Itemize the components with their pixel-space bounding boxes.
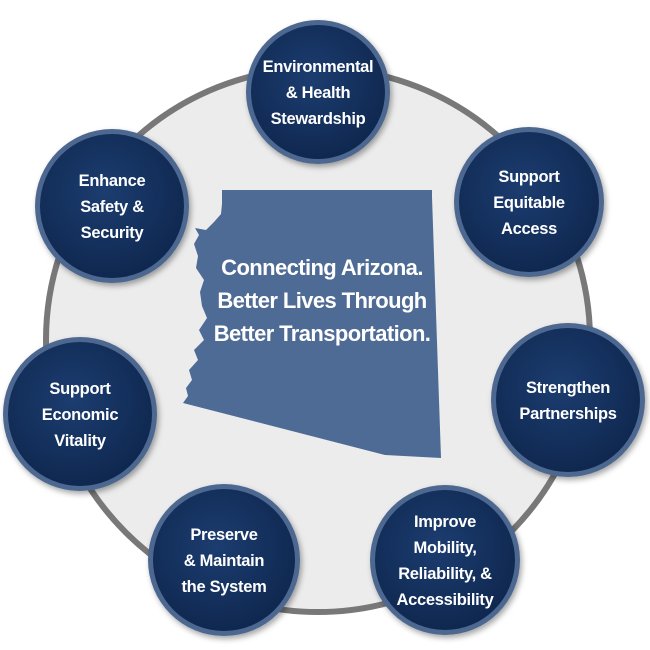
goal-node-label: Improve	[414, 513, 476, 531]
center-slogan-line: Better Lives Through	[217, 288, 426, 313]
goal-node-label: Safety &	[80, 198, 144, 216]
goal-node-disc	[496, 328, 640, 472]
goal-node-disc	[251, 25, 385, 159]
center-slogan: Connecting Arizona. Better Lives ThroughB…	[214, 255, 431, 346]
goal-node-label: Preserve	[190, 526, 257, 544]
goal-node-label: the System	[181, 578, 266, 596]
goal-node-label: Reliability, &	[398, 565, 492, 583]
goal-node-label: Stewardship	[271, 110, 366, 128]
goal-node-disc	[40, 134, 184, 278]
goal-node-label: Strengthen	[526, 379, 610, 397]
goal-node-label: Support	[49, 380, 111, 398]
goal-node-label: Mobility,	[414, 539, 477, 557]
goal-node-label: Vitality	[54, 432, 107, 450]
goal-node-label: Accessibility	[397, 591, 495, 609]
arizona-state-shape	[183, 190, 441, 458]
center-slogan-line: Connecting Arizona.	[221, 255, 423, 280]
center-slogan-line: Better Transportation.	[214, 321, 431, 346]
goal-node-label: Economic	[42, 406, 119, 424]
goal-node-disc	[153, 489, 295, 631]
goal-node-preserve-maintain: Preserve & Maintain the System	[148, 484, 300, 636]
goal-node-label: Environmental	[263, 58, 374, 76]
goal-node-disc	[8, 342, 152, 486]
goal-node-label: Partnerships	[519, 405, 616, 423]
goal-node-label: Equitable	[493, 194, 565, 212]
goal-node-label: & Maintain	[184, 552, 265, 570]
goal-node-label: Support	[498, 168, 560, 186]
goal-node-label: Enhance	[79, 172, 146, 190]
goal-node-label: & Health	[286, 84, 351, 102]
goal-node-disc	[459, 132, 599, 272]
goal-node-label: Access	[501, 220, 557, 238]
goal-node-disc	[375, 490, 515, 630]
goal-nodes: Environmental& HealthStewardshipSupportE…	[3, 20, 645, 636]
goal-node-label: Security	[81, 224, 145, 242]
